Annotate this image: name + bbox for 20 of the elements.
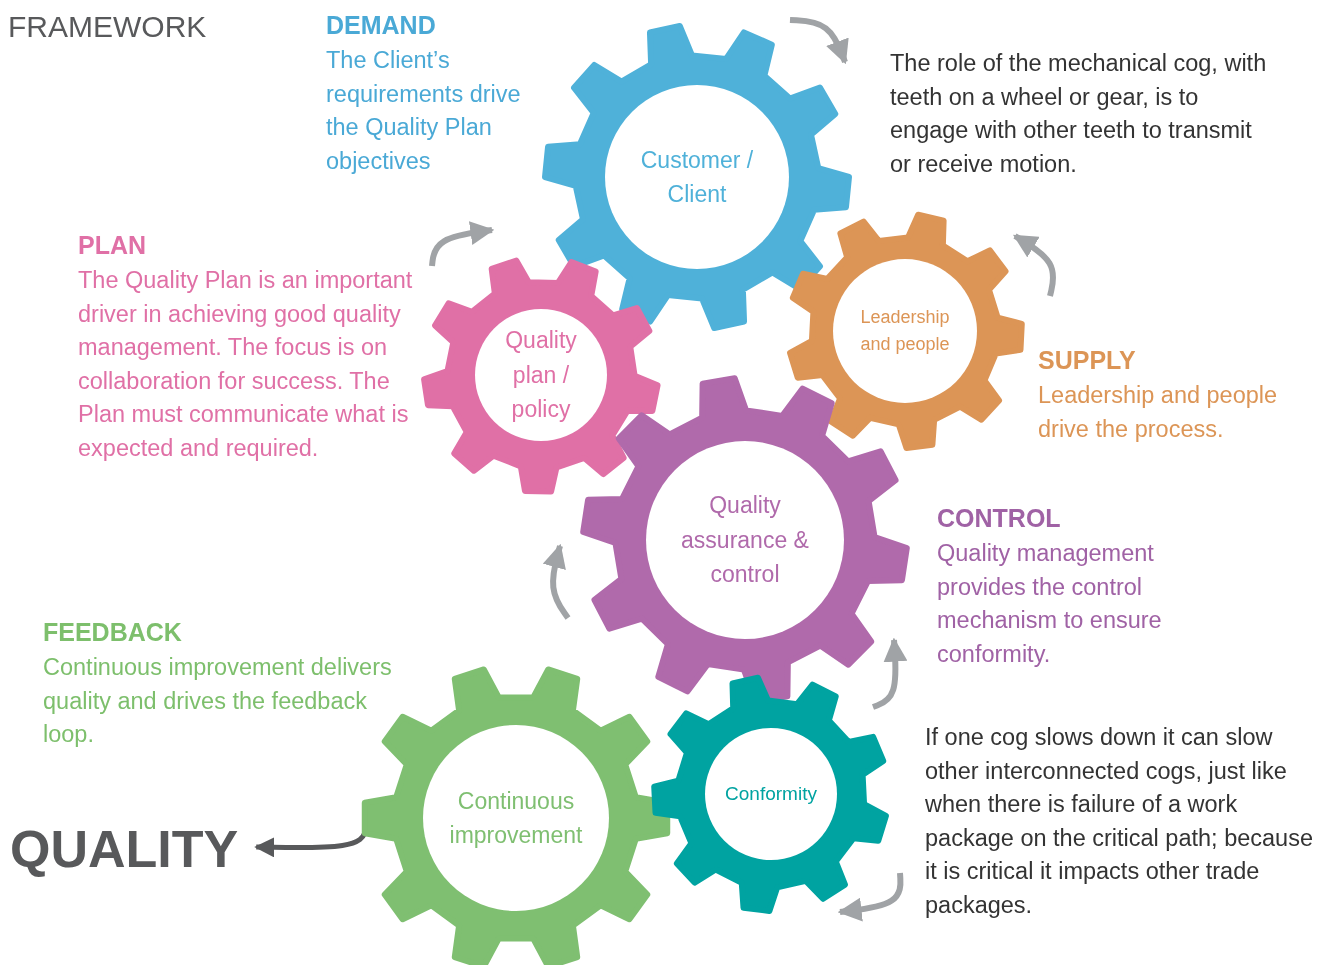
title-word: QUALITY — [10, 819, 239, 880]
description: The Client’s requirements drive the Quality Plan objectives — [326, 46, 522, 176]
section-heading: CONTROL — [937, 503, 1062, 533]
gear-label: Customer / Client — [639, 145, 755, 209]
gear-label: Quality assurance & control — [680, 491, 810, 590]
description: Continuous improvement delivers quality and drives the feedback loop. — [43, 653, 393, 749]
section-heading: DEMAND — [326, 10, 437, 40]
note: If one cog slows down it can slow other interconnected cogs, just like when there is failure of a work package on the critical path; because it is critical it impacts other trade packages. — [925, 723, 1313, 920]
gear-label: Leadership and people — [859, 306, 951, 356]
description: Leadership and people drive the process. — [1038, 381, 1279, 444]
section-heading: SUPPLY — [1038, 345, 1137, 375]
gear-label: Continuous improvement — [448, 786, 584, 850]
gear-label: Conformity — [725, 781, 817, 806]
section-heading: PLAN — [78, 230, 148, 260]
note: The role of the mechanical cog, with teeth on a wheel or gear, is to engage with other teeth to transmit or receive motion. — [890, 49, 1268, 179]
description: The Quality Plan is an important driver in achieving good quality management. The focus is on collaboration for success. The Plan must communicate what is expected and required. — [78, 266, 414, 463]
heading: FRAMEWORK — [8, 10, 208, 44]
description: Quality management provides the control mechanism to ensure conformity. — [937, 539, 1163, 669]
section-heading: FEEDBACK — [43, 617, 183, 647]
gear-label: Quality plan / policy — [504, 326, 578, 425]
